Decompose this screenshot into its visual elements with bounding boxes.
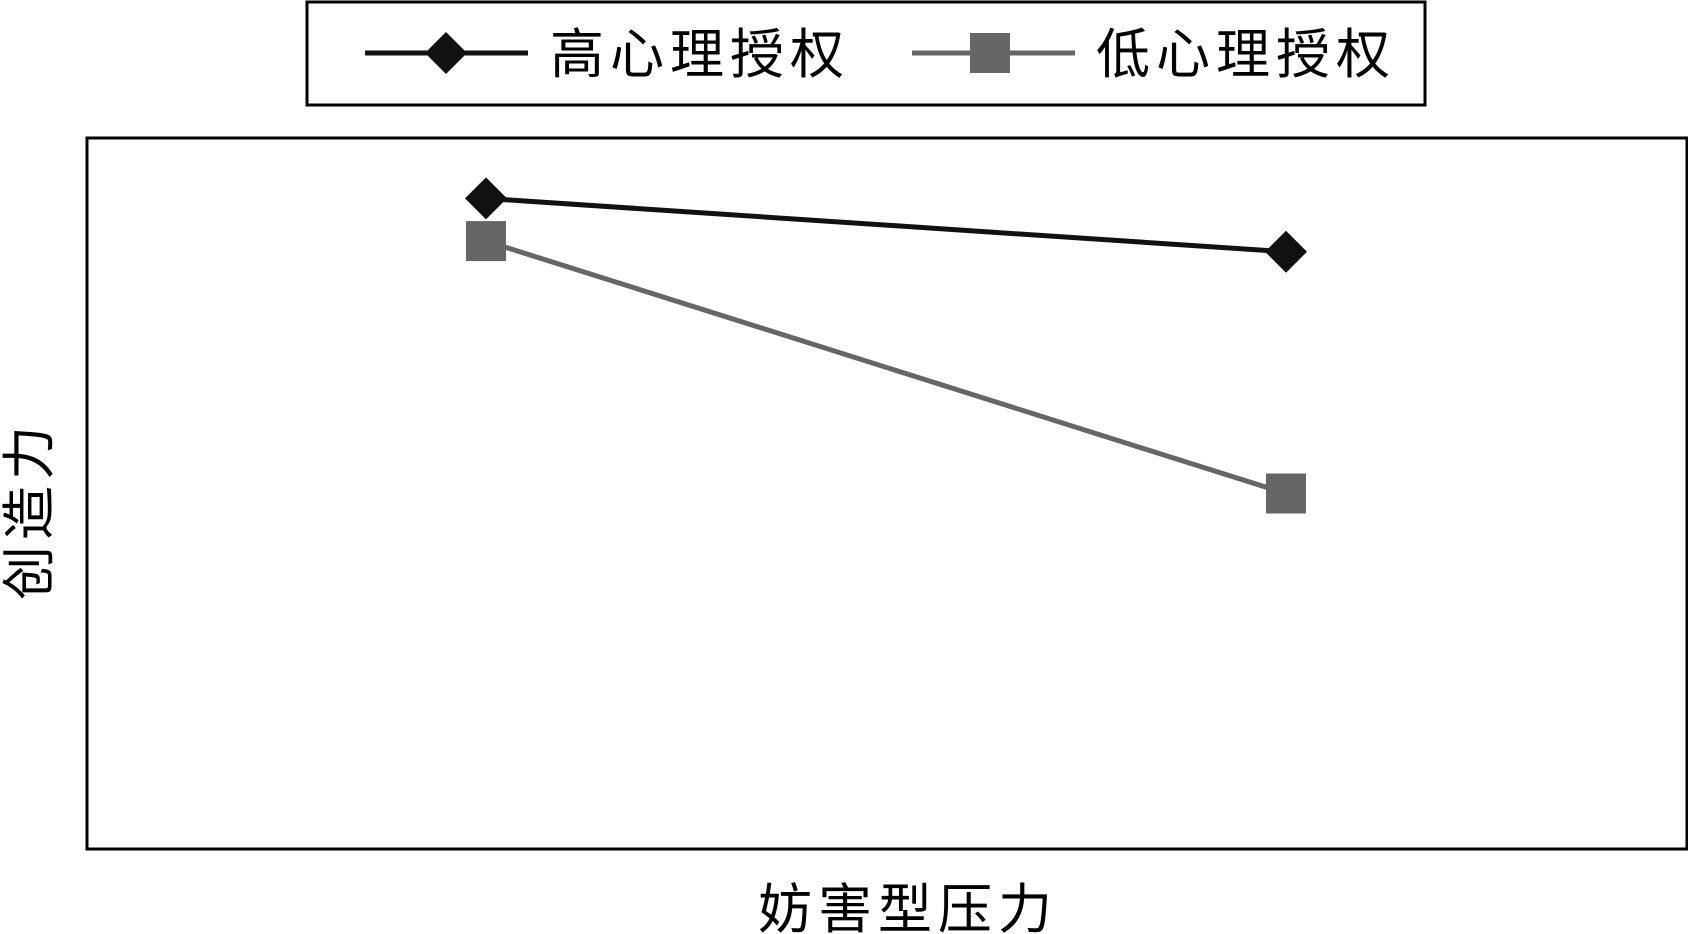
series-2-point-2 [1266, 473, 1306, 514]
series-2-point-1 [466, 221, 506, 262]
y-axis-label: 创造力 [0, 420, 61, 600]
x-axis-label: 妨害型压力 [758, 878, 1058, 934]
legend-marker-1 [425, 32, 467, 74]
legend-label-2: 低心理授权 [1096, 23, 1396, 86]
legend-label-1: 高心理授权 [550, 23, 850, 86]
series-1-point-2 [1265, 230, 1307, 273]
legend: 高心理授权 低心理授权 [365, 23, 1396, 86]
plot-area [85, 136, 1688, 851]
legend-marker-2 [970, 33, 1010, 73]
series-1-line [485, 195, 1287, 255]
series-layer [465, 177, 1307, 514]
series-1-point-1 [465, 177, 507, 220]
series-2-line [485, 238, 1287, 496]
